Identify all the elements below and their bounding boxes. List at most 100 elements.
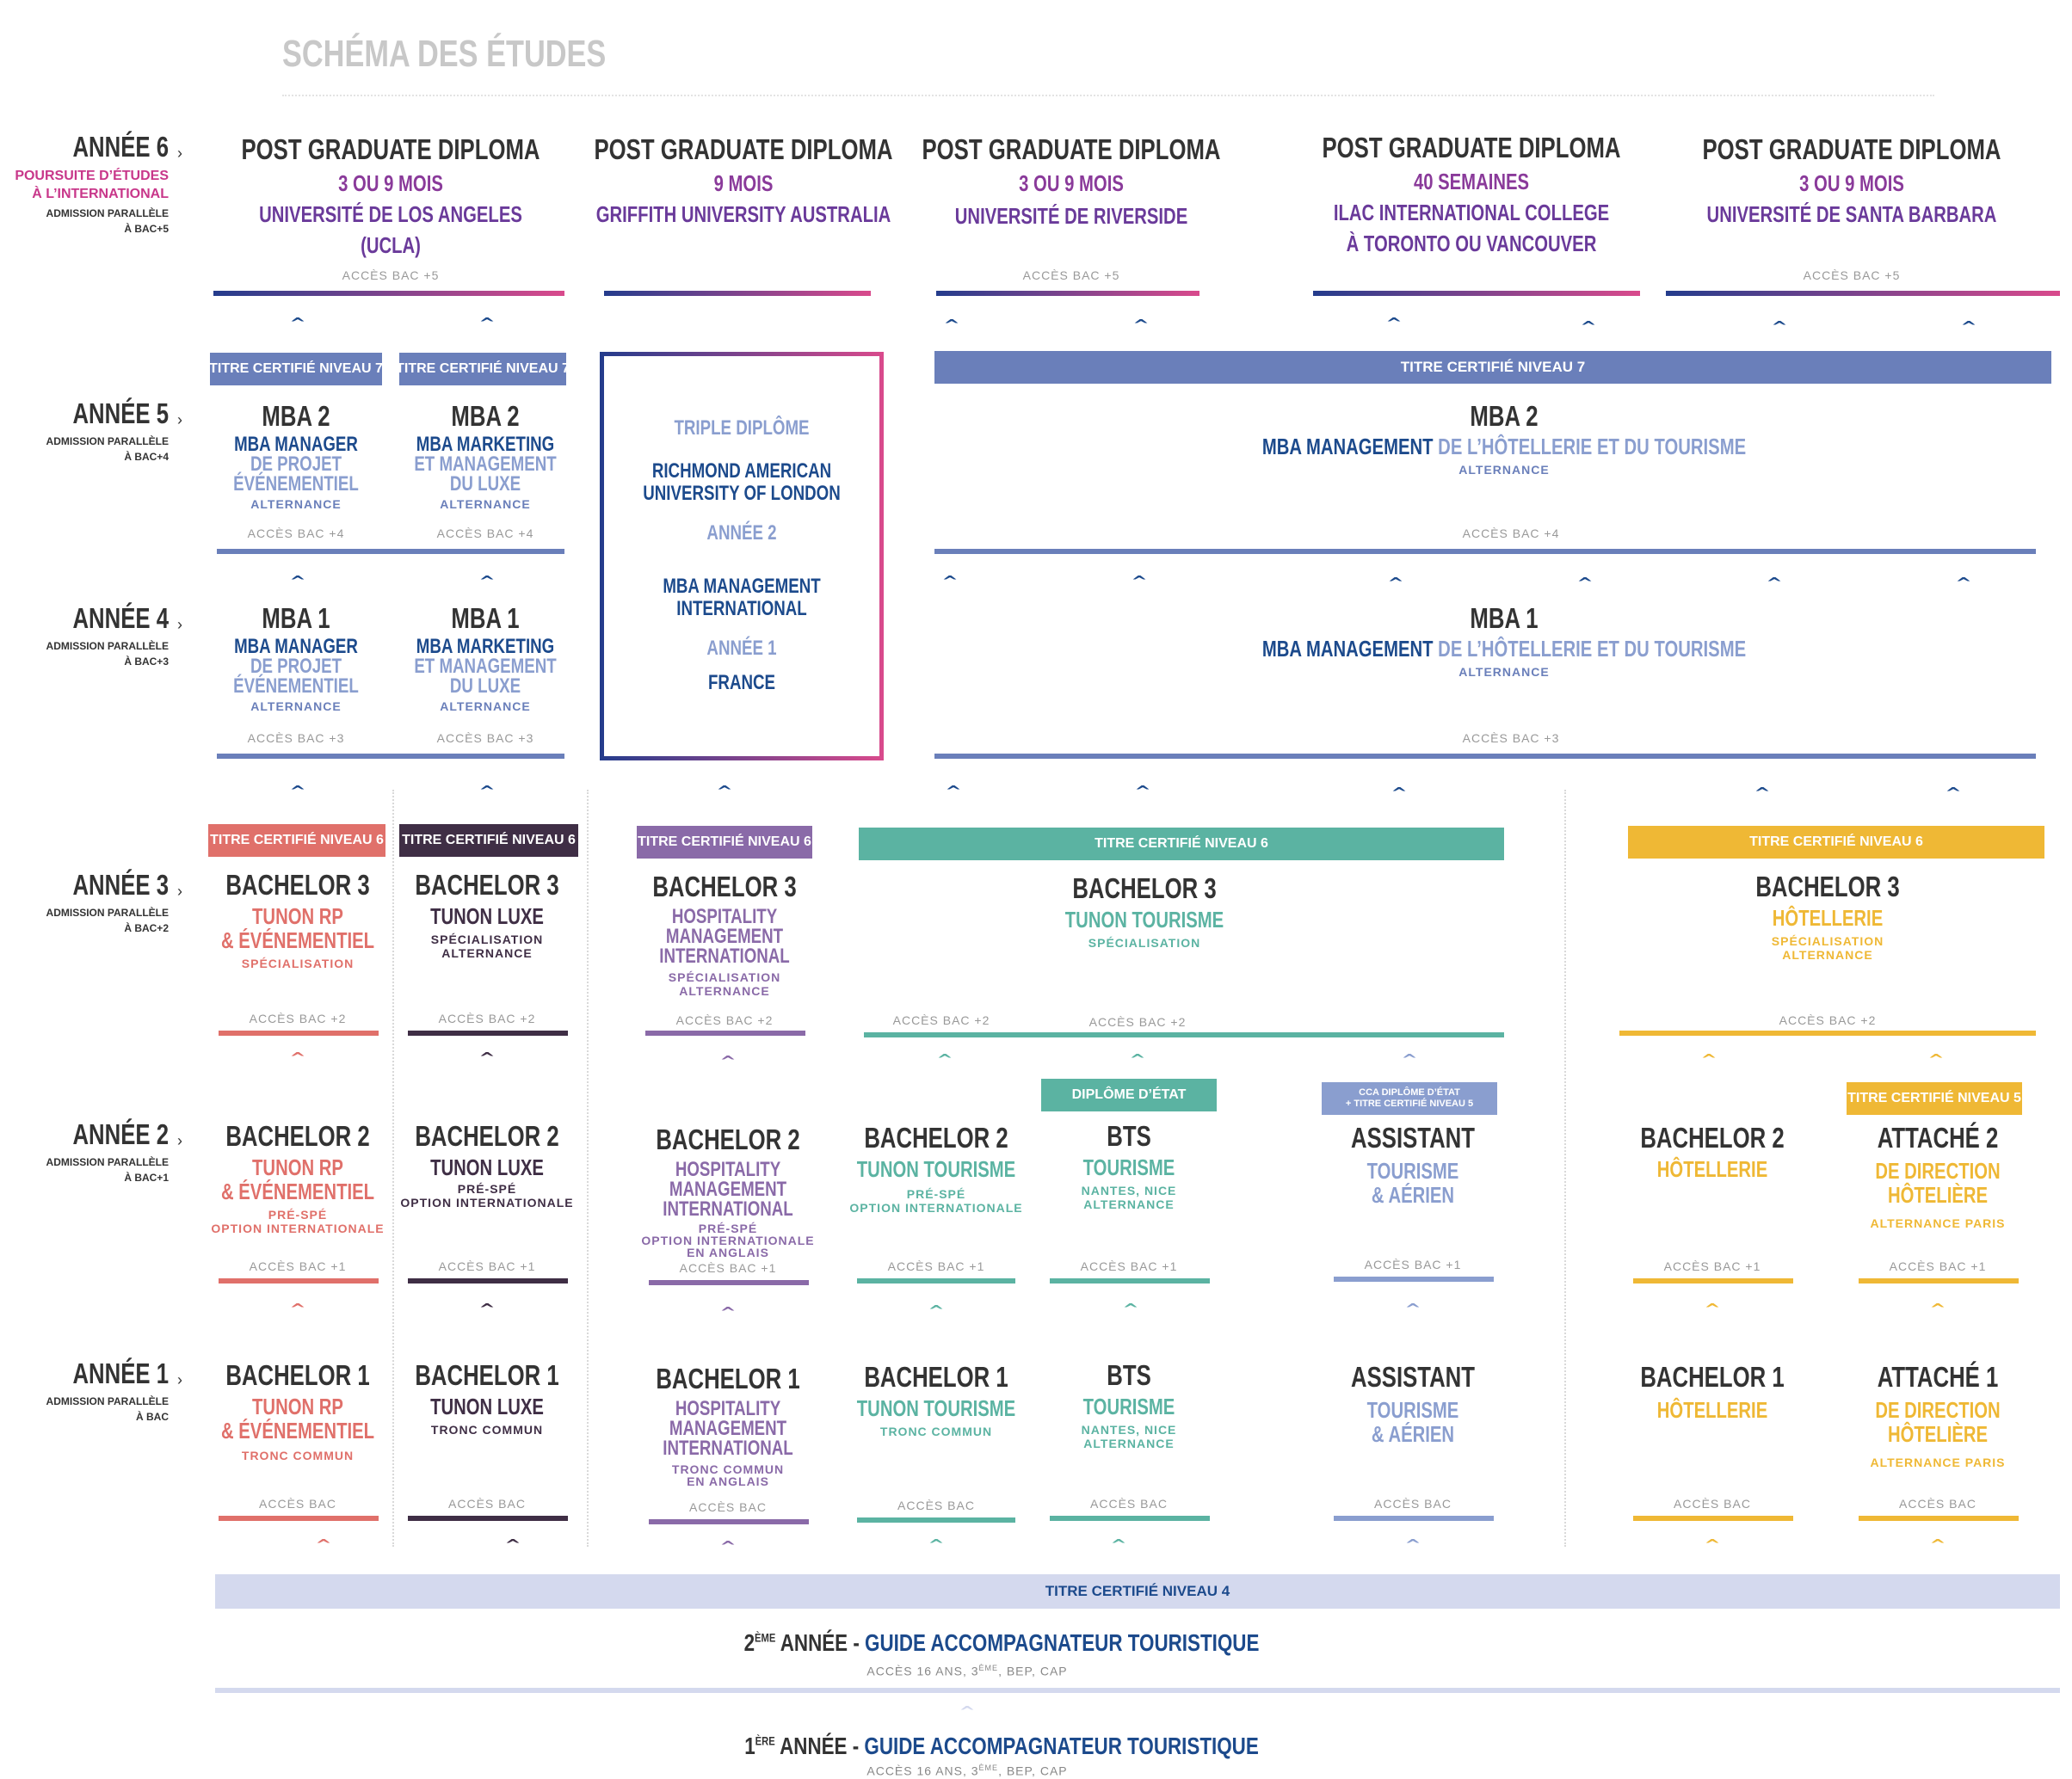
chevron-right-icon: › [177, 145, 182, 162]
level-bar [649, 1280, 809, 1285]
year-label: ANNÉE 6 [72, 131, 169, 163]
program-name-2: HÔTELIÈRE [1887, 1421, 1989, 1447]
pgd-bar [936, 291, 1199, 296]
program-name: TOURISME [1082, 1394, 1175, 1419]
caret-up-icon: ^ [315, 1536, 332, 1553]
program-name-2: & ÉVÉNEMENTIEL [220, 927, 375, 953]
mode-label-2: OPTION INTERNATIONALE [211, 1222, 385, 1235]
program-name: TUNON LUXE [430, 1394, 544, 1419]
caret-up-icon: ^ [936, 1051, 953, 1068]
access-label: ACCÈS BAC +2 [1779, 1013, 1877, 1027]
level-bar [408, 1278, 568, 1283]
program-name: TOURISME [1366, 1158, 1459, 1184]
level-bar [864, 1032, 1504, 1037]
program-name: TOURISME [1082, 1154, 1175, 1180]
caret-up-icon: ^ [1134, 783, 1151, 799]
pgd-university: UNIVERSITÉ DE RIVERSIDE [954, 203, 1188, 229]
level-bar [1859, 1278, 2019, 1283]
access-label: ACCÈS BAC +2 [249, 1012, 347, 1025]
program-name-3: DU LUXE [449, 472, 521, 496]
mode-label: ALTERNANCE [250, 497, 342, 511]
caret-up-icon: ^ [478, 315, 496, 331]
program-name-line: MBA MANAGEMENT DE L’HÔTELLERIE ET DU TOU… [1261, 434, 1747, 459]
program-name: MBA MANAGEMENT [1261, 434, 1434, 459]
pgd-duration: 3 OU 9 MOIS [1019, 170, 1124, 196]
caret-up-icon: ^ [1385, 315, 1403, 331]
year-bac: À BAC+4 [124, 451, 169, 463]
mode-label-2: OPTION INTERNATIONALE [641, 1234, 815, 1247]
program-name: MBA MANAGEMENT [1261, 636, 1434, 662]
pgd-university: GRIFFITH UNIVERSITY AUSTRALIA [595, 201, 891, 227]
pgd-bar [213, 291, 564, 296]
caret-up-icon: ^ [1401, 1051, 1418, 1068]
mode-label: ALTERNANCE [1458, 665, 1550, 679]
program-title: BACHELOR 2 [225, 1120, 370, 1152]
mode-label: NANTES, NICE [1081, 1184, 1177, 1197]
header-cca-line-2: + TITRE CERTIFIÉ NIVEAU 5 [1345, 1099, 1474, 1109]
guide-access-a: ACCÈS 16 ANS, 3 [866, 1664, 979, 1678]
program-title: ASSISTANT [1351, 1361, 1475, 1393]
caret-up-icon: ^ [941, 573, 959, 589]
level-bar [1633, 1516, 1793, 1521]
program-title: BACHELOR 3 [415, 869, 559, 901]
caret-up-icon: ^ [719, 1053, 737, 1069]
access-label: ACCÈS BAC +3 [1462, 731, 1560, 745]
triple-program-2: INTERNATIONAL [676, 597, 807, 620]
guide-access-sup: ÈME [978, 1664, 999, 1672]
pgd-bar [1666, 291, 2060, 296]
level-bar [1334, 1516, 1494, 1521]
triple-country: FRANCE [708, 671, 775, 694]
mode-label: SPÉCIALISATION [1088, 936, 1201, 950]
caret-up-icon: ^ [1929, 1536, 1946, 1553]
caret-up-icon: ^ [289, 1301, 306, 1317]
program-name: TUNON TOURISME [1064, 907, 1224, 933]
caret-up-icon: ^ [1704, 1301, 1721, 1317]
mode-label-2: ALTERNANCE [1782, 948, 1873, 962]
program-name-2: MANAGEMENT [665, 925, 784, 948]
chevron-right-icon: › [177, 616, 182, 633]
program-name: TUNON LUXE [430, 903, 544, 929]
level-bar [217, 549, 564, 554]
level-bar [1050, 1516, 1210, 1521]
mode-label: PRÉ-SPÉ [457, 1182, 517, 1196]
caret-up-icon: ^ [1945, 785, 1962, 801]
access-label: ACCÈS BAC +2 [675, 1013, 774, 1027]
level-bar [1859, 1516, 2019, 1521]
caret-up-icon: ^ [959, 1703, 976, 1720]
program-name: HÔTELLERIE [1656, 1156, 1768, 1182]
program-name-2: DE L’HÔTELLERIE ET DU TOURISME [1438, 434, 1747, 459]
year-bac: À BAC [136, 1411, 169, 1423]
program-name-2: HÔTELIÈRE [1887, 1182, 1989, 1208]
mode-label: NANTES, NICE [1081, 1423, 1177, 1437]
access-label: ACCÈS BAC +4 [247, 526, 345, 540]
program-name: HÔTELLERIE [1772, 905, 1884, 931]
program-name-3: INTERNATIONAL [663, 1437, 793, 1460]
caret-up-icon: ^ [1110, 1536, 1127, 1553]
year-admission: ADMISSION PARALLÈLE [46, 907, 169, 919]
caret-up-icon: ^ [1704, 1536, 1721, 1553]
caret-up-icon: ^ [478, 783, 496, 799]
level-bar [857, 1517, 1015, 1523]
pgd-university-2: (UCLA) [361, 232, 421, 258]
caret-up-icon: ^ [1960, 318, 1977, 335]
mode-label-2: ALTERNANCE [679, 984, 770, 998]
page-title: SCHÉMA DES ÉTUDES [282, 33, 607, 75]
mode-label-2: OPTION INTERNATIONALE [849, 1201, 1023, 1215]
program-title: BACHELOR 1 [415, 1359, 559, 1391]
pgd-bar [1313, 291, 1640, 296]
caret-up-icon: ^ [1132, 317, 1150, 333]
pgd-title: POST GRADUATE DIPLOMA [1702, 133, 2001, 165]
access-label: ACCÈS BAC +1 [1889, 1259, 1987, 1273]
program-title: BACHELOR 1 [864, 1361, 1008, 1393]
caret-up-icon: ^ [1129, 1051, 1146, 1068]
chevron-right-icon: › [177, 883, 182, 900]
header-niveau-6: TITRE CERTIFIÉ NIVEAU 6 [637, 826, 812, 859]
mode-label-2: ALTERNANCE [1083, 1437, 1175, 1450]
caret-up-icon: ^ [943, 317, 960, 333]
program-title: BACHELOR 1 [656, 1363, 800, 1394]
header-diplome-etat: DIPLÔME D’ÉTAT [1041, 1079, 1217, 1111]
guide-name: GUIDE ACCOMPAGNATEUR TOURISTIQUE [864, 1733, 1259, 1759]
mode-label: SPÉCIALISATION [430, 933, 544, 946]
year-extra: POURSUITE D’ÉTUDES [15, 169, 169, 183]
caret-up-icon: ^ [289, 783, 306, 799]
